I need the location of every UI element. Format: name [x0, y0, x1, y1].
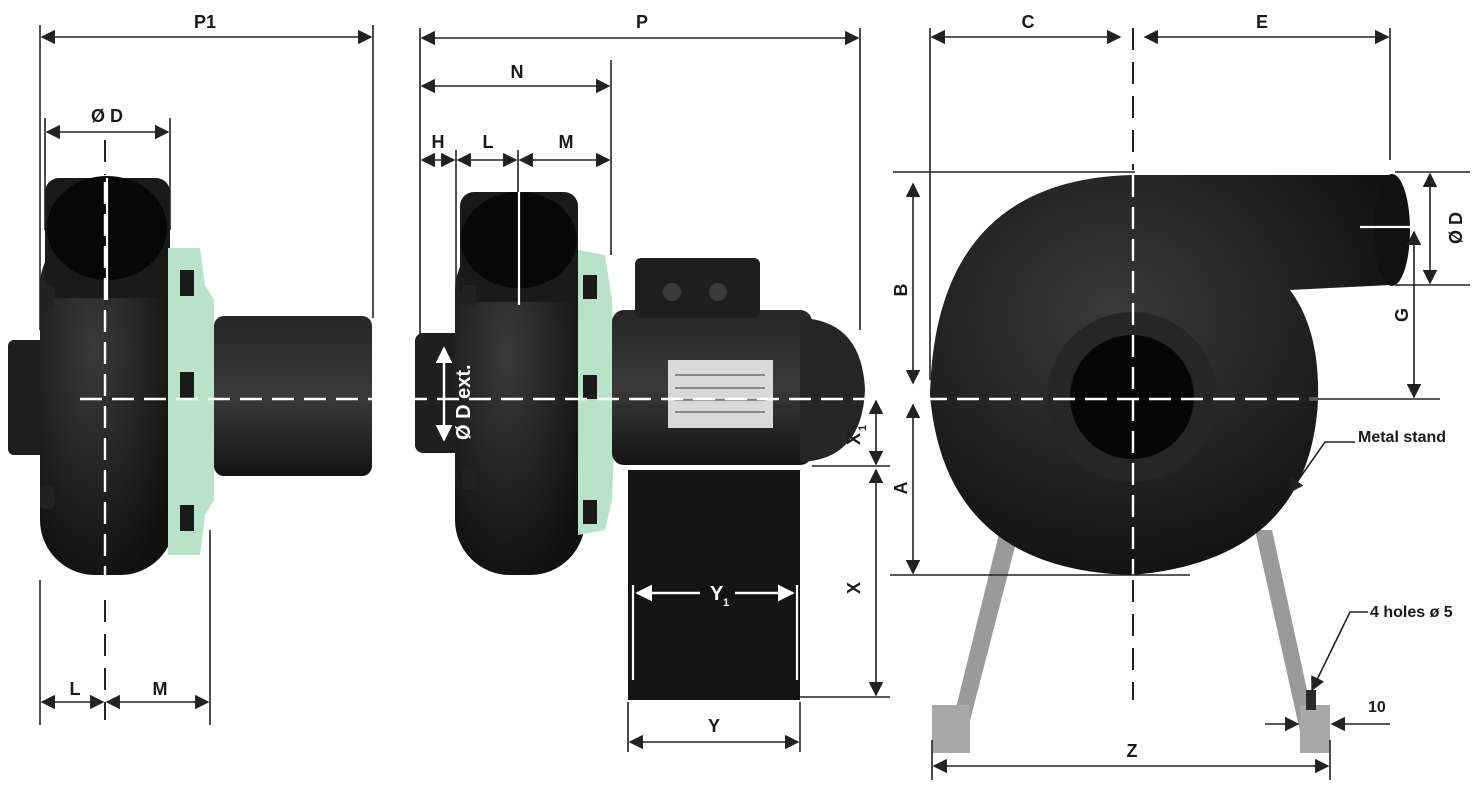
b-label: B	[891, 284, 911, 297]
m-mid-label: M	[559, 132, 574, 152]
right-foot-hole	[1306, 690, 1316, 710]
mid-stud	[462, 468, 476, 490]
g-label: G	[1392, 308, 1412, 322]
y-label: Y	[708, 716, 720, 736]
p-label: P	[636, 12, 648, 32]
right-outlet-end	[1374, 174, 1410, 286]
right-stand-leg-right	[1255, 530, 1318, 740]
c-label: C	[1022, 12, 1035, 32]
x1-label-group: X 1	[844, 425, 869, 445]
z-label: Z	[1127, 741, 1138, 761]
y1-subscript: 1	[723, 597, 729, 609]
ten-label: 10	[1368, 699, 1386, 716]
l-left-label: L	[70, 679, 81, 699]
right-view: C E B A Ø D G Metal stand 4 holes ø 5 10	[890, 12, 1470, 780]
h-label: H	[432, 132, 445, 152]
n-label: N	[511, 62, 524, 82]
metal-stand-label: Metal stand	[1358, 429, 1446, 446]
left-motor	[214, 316, 372, 476]
a-label: A	[891, 482, 911, 495]
left-view: P1 Ø D L M	[8, 12, 400, 725]
left-stud	[40, 485, 54, 509]
holes-leader	[1311, 611, 1368, 692]
mid-stud	[462, 285, 476, 307]
left-bolt	[180, 372, 194, 398]
mid-nameplate	[668, 360, 773, 428]
left-flange	[168, 248, 214, 555]
mid-cable-gland	[663, 283, 681, 301]
mid-bolt	[583, 275, 597, 299]
mid-cable-gland	[709, 283, 727, 301]
e-label: E	[1256, 12, 1268, 32]
left-bolt	[180, 270, 194, 296]
mid-terminal-box	[635, 258, 760, 318]
left-bolt	[180, 505, 194, 531]
p1-label: P1	[194, 12, 216, 32]
right-stand-leg-left	[948, 530, 1018, 740]
mid-stand	[628, 470, 800, 700]
mid-bolt	[583, 375, 597, 399]
x1-label: X	[844, 433, 864, 445]
x1-subscript: 1	[857, 425, 869, 431]
phid-label: Ø D	[91, 106, 123, 126]
mid-volute	[455, 235, 585, 575]
middle-view: P N H L M Ø D ext. X 1 X Y 1	[405, 12, 890, 752]
metal-stand-leader	[1289, 441, 1355, 494]
l-mid-label: L	[483, 132, 494, 152]
phid-right-label: Ø D	[1446, 212, 1466, 244]
mid-motor-endcap	[800, 318, 865, 462]
right-foot-left	[932, 705, 970, 753]
x-label: X	[844, 582, 864, 594]
y1-label: Y	[710, 583, 724, 605]
left-volute	[40, 230, 175, 575]
holes-label: 4 holes ø 5	[1370, 604, 1453, 621]
right-inlet-opening	[1070, 335, 1194, 459]
phid-ext-label: Ø D ext.	[453, 364, 475, 440]
m-left-label: M	[153, 679, 168, 699]
left-inlet-stub	[8, 340, 48, 455]
mid-bolt	[583, 500, 597, 524]
left-stud	[40, 285, 54, 309]
right-foot-right	[1300, 705, 1330, 753]
